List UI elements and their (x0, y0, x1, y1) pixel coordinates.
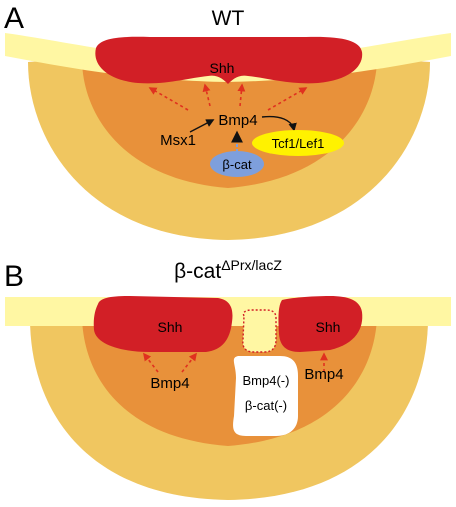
panel-b-title-sup: ΔPrx/lacZ (221, 257, 282, 273)
null-region (233, 356, 298, 436)
tcf-lef1-label: Tcf1/Lef1 (272, 136, 325, 151)
bmp4-label-b-right: Bmp4 (304, 366, 343, 383)
signal-arrow-b2 (181, 352, 197, 373)
signal-arrow-b1 (143, 352, 159, 373)
panel-b-title-main: β-cat (174, 260, 221, 283)
panel-b: B β-catΔPrx/lacZ Shh Shh Bmp4(-) β-cat(-… (4, 257, 451, 500)
shh-domain-b-left (93, 296, 233, 352)
shh-label-b-right: Shh (316, 319, 341, 335)
shh-label-a: Shh (210, 60, 235, 76)
signal-arrow-a1 (148, 87, 189, 111)
shh-domain-b-right (278, 296, 363, 352)
bmp4-label-a: Bmp4 (218, 112, 257, 129)
shh-domain-a (95, 36, 363, 84)
tcf-lef1-ellipse (252, 130, 344, 156)
msx1-to-bmp4-arrow (189, 119, 215, 133)
missing-shh-region (242, 309, 277, 353)
null-bmp4-label: Bmp4(-) (243, 373, 290, 388)
bmp4-to-tcf-arrow (261, 115, 297, 132)
panel-b-title: β-catΔPrx/lacZ (174, 257, 282, 283)
signal-arrow-a4 (267, 87, 308, 111)
panel-a-title: WT (212, 7, 245, 30)
null-bcat-label: β-cat(-) (245, 398, 287, 413)
bmp4-label-b-left: Bmp4 (150, 375, 189, 392)
panel-b-letter: B (4, 260, 24, 293)
panel-a: A WT Shh Bmp4 Msx1 Tcf1/Lef1 β-cat (4, 2, 451, 240)
panel-a-letter: A (4, 2, 24, 35)
bcat-ellipse (210, 151, 264, 177)
shh-label-b-left: Shh (158, 319, 183, 335)
bcat-label-a: β-cat (222, 157, 252, 172)
msx1-label-a: Msx1 (160, 132, 196, 149)
